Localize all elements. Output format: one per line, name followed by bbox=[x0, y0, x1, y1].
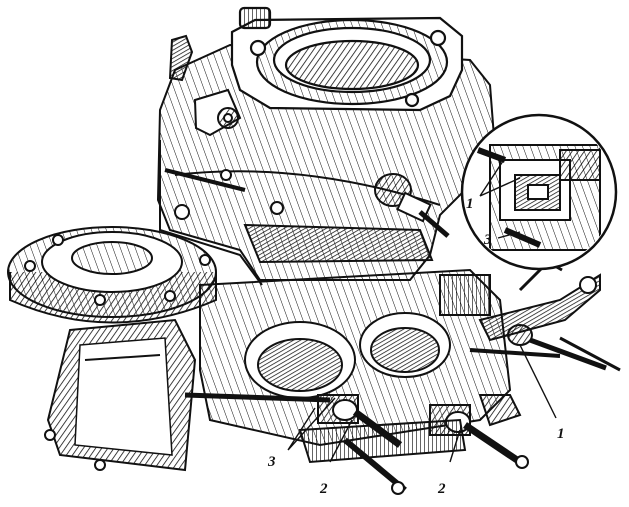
leader-inset-3 bbox=[497, 231, 521, 239]
callout-bottom-3: 3 bbox=[267, 454, 276, 470]
leader-lines bbox=[287, 157, 557, 463]
callout-labels: 1 3 1 3 2 2 bbox=[267, 196, 565, 497]
callout-right-1: 1 bbox=[557, 426, 565, 442]
mounting-bracket bbox=[44, 318, 197, 472]
detail-inset bbox=[460, 113, 618, 271]
air-horn-flange bbox=[230, 6, 464, 112]
leader-bottom-2b bbox=[449, 429, 461, 463]
callout-bottom-2a: 2 bbox=[319, 481, 328, 497]
callout-bottom-2b: 2 bbox=[437, 481, 446, 497]
base-flange bbox=[184, 392, 467, 464]
throttle-linkage bbox=[469, 260, 621, 427]
leader-inset-1 bbox=[479, 157, 521, 197]
throttle-body bbox=[199, 268, 512, 447]
leader-bottom-2a bbox=[329, 419, 353, 463]
choke-lever bbox=[168, 34, 242, 137]
callout-inset-3: 3 bbox=[483, 232, 492, 248]
leader-bottom-3 bbox=[287, 397, 336, 451]
idle-adjust-screw bbox=[374, 173, 450, 238]
callout-inset-1: 1 bbox=[466, 196, 474, 212]
diaphragm-housing bbox=[7, 226, 217, 324]
leader-right-1 bbox=[519, 344, 557, 419]
